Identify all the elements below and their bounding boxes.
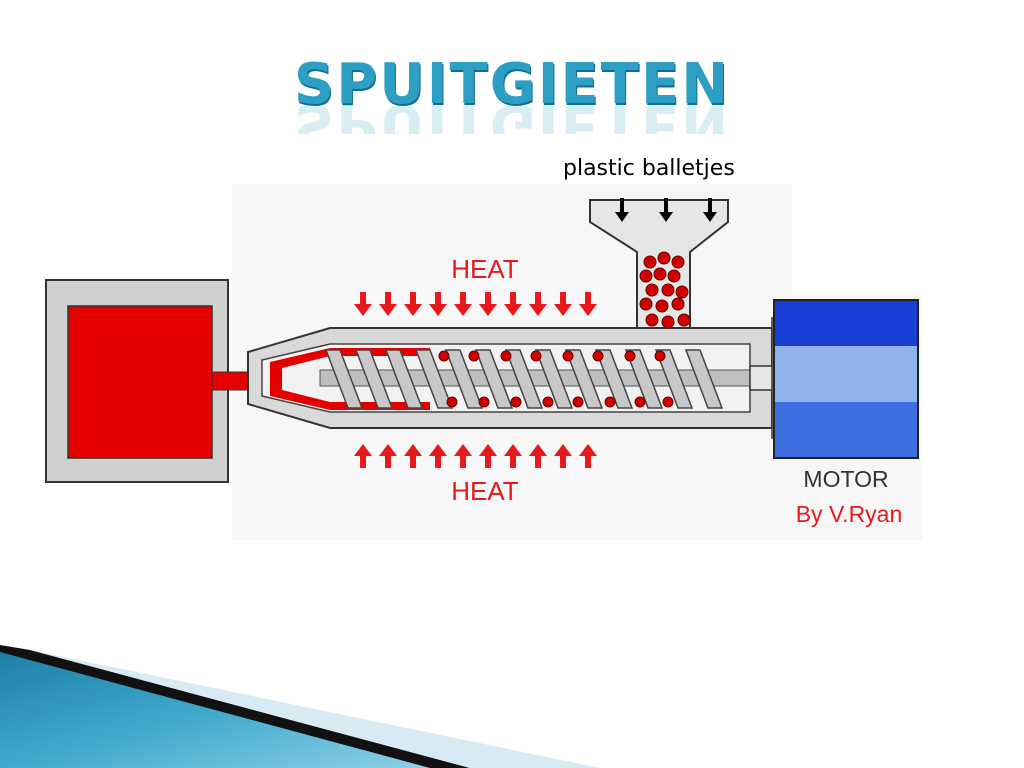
slide-title: SPUITGIETEN: [293, 52, 731, 117]
pellets-label: plastic balletjes: [563, 156, 735, 181]
motor-shade: [775, 402, 917, 457]
screw-flights: [324, 349, 724, 409]
heat-bottom-label: HEAT: [451, 476, 519, 506]
heat-arrows-bottom: [354, 444, 597, 468]
heat-top-label: HEAT: [451, 254, 519, 284]
credit-label: By V.Ryan: [796, 501, 903, 527]
black-stripe: [0, 645, 470, 768]
light-stripe: [30, 650, 600, 768]
barrel-pellets: [438, 350, 674, 408]
motor-highlight: [775, 346, 917, 402]
hopper-arrows: [615, 198, 717, 222]
motor-label: MOTOR: [803, 466, 888, 492]
heat-arrows-top: [354, 292, 597, 316]
mold-cavity: [67, 305, 213, 459]
